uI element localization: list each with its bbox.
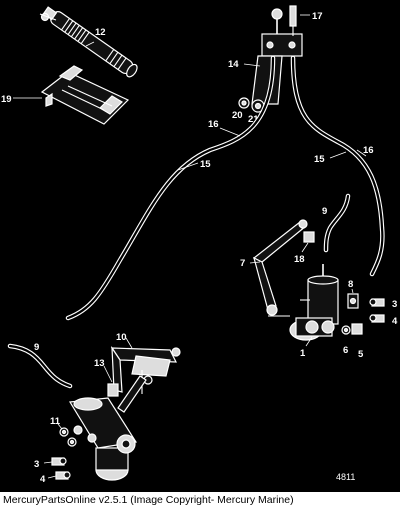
part-18-fitting xyxy=(303,231,315,243)
exploded-parts-diagram: 12 19 17 14 20 21 xyxy=(1,5,398,485)
callout-6: 6 xyxy=(343,345,348,356)
part-17-fitting xyxy=(289,5,297,36)
part-8-nut xyxy=(347,293,359,309)
callout-9-left: 9 xyxy=(34,342,39,353)
callout-18: 18 xyxy=(294,254,305,265)
callout-15-left: 15 xyxy=(200,159,211,170)
part-7-lever-arm xyxy=(252,219,308,317)
part-12-cable-handle xyxy=(39,6,138,78)
part-10-bracket-assembly xyxy=(110,345,181,394)
callout-13: 13 xyxy=(94,358,105,369)
callout-9-right: 9 xyxy=(322,206,327,217)
callout-1: 1 xyxy=(300,348,306,359)
callout-7: 7 xyxy=(240,258,245,269)
callout-21: 21 xyxy=(248,114,259,125)
callout-17: 17 xyxy=(312,11,323,22)
part-5-cap xyxy=(351,323,363,335)
callout-11: 11 xyxy=(50,416,61,427)
callout-14: 14 xyxy=(228,59,239,70)
callout-10: 10 xyxy=(116,332,127,343)
part-3-plug-left xyxy=(51,457,67,466)
callout-19: 19 xyxy=(1,94,12,105)
callout-4-left: 4 xyxy=(40,474,46,485)
callout-3-right: 3 xyxy=(392,299,397,310)
part-3-plug-right xyxy=(369,298,385,307)
part-6-washer xyxy=(341,325,351,335)
part-20-washer xyxy=(238,97,250,109)
part-15-16-cable-left xyxy=(65,55,276,321)
figure-number: 4811 xyxy=(336,472,355,482)
callout-20: 20 xyxy=(232,110,243,121)
callout-15-right: 15 xyxy=(314,154,325,165)
part-4-plug-left xyxy=(55,471,71,480)
copyright-footer: MercuryPartsOnline v2.5.1 (Image Copyrig… xyxy=(0,492,400,508)
callout-16-left: 16 xyxy=(208,119,219,130)
callout-16-right: 16 xyxy=(363,145,374,156)
part-13-fitting xyxy=(107,383,119,397)
part-9-hose-left xyxy=(7,343,73,389)
callout-4-right: 4 xyxy=(392,316,398,327)
callout-8: 8 xyxy=(348,279,353,290)
part-14-cable-mount-bracket xyxy=(251,8,303,105)
part-4-plug-right xyxy=(369,314,385,323)
part-9-hose-right xyxy=(323,193,351,253)
part-19-clip-bracket xyxy=(40,65,130,125)
part-2-lower-actuator xyxy=(68,375,147,481)
part-15-16-cable-right xyxy=(290,55,385,277)
callout-12: 12 xyxy=(95,27,106,38)
part-11-washers xyxy=(59,427,77,447)
callout-3-left: 3 xyxy=(34,459,39,470)
callout-5: 5 xyxy=(358,349,364,360)
part-1-actuator-body xyxy=(289,264,339,341)
